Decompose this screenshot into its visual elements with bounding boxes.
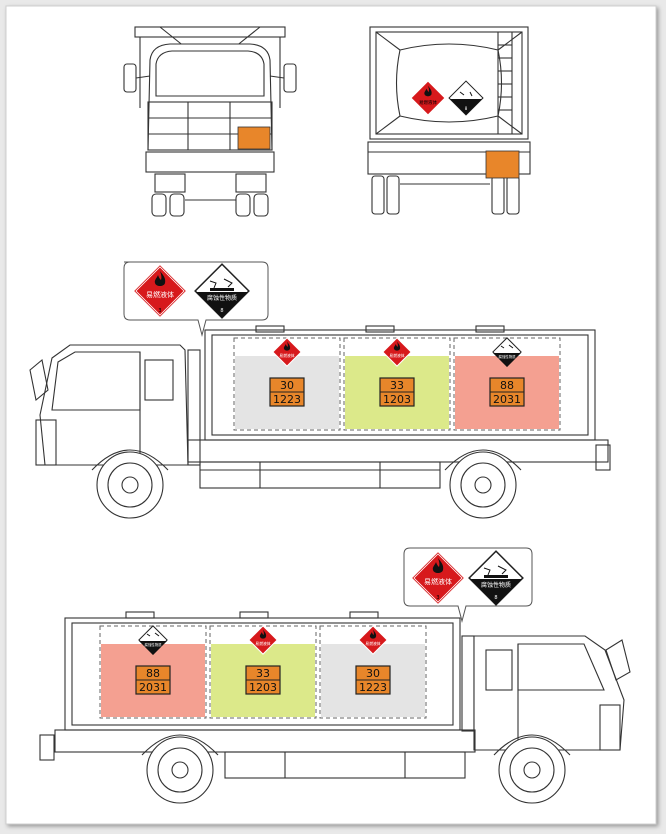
flammable-diamond: 易燃液体 bbox=[272, 337, 302, 367]
flammable-diamond: 易燃液体 bbox=[248, 625, 278, 655]
kemler-code: 88 bbox=[500, 379, 514, 392]
rear-view-truck bbox=[367, 26, 531, 215]
diamond-text: 易燃液体 bbox=[389, 353, 404, 358]
diamond-text: 易燃液体 bbox=[255, 641, 270, 646]
front-orange-plate bbox=[237, 126, 271, 150]
rear-orange-plate bbox=[485, 150, 520, 179]
kemler-code: 88 bbox=[146, 667, 160, 680]
diamond-text: 易燃液体 bbox=[279, 353, 294, 358]
un-number: 2031 bbox=[139, 681, 167, 694]
callout-bottom-flammable-text: 易燃液体 bbox=[424, 577, 452, 586]
callout-top-flammable: 易燃液体 3 bbox=[132, 263, 188, 319]
kemler-code: 33 bbox=[390, 379, 404, 392]
callout-bottom-corrosive-text: 腐蚀性物质 bbox=[481, 581, 511, 589]
diamond-text: 腐蚀性物质 bbox=[145, 642, 163, 647]
callout-bottom-corrosive-class: 8 bbox=[494, 595, 497, 601]
rear-corrosive-diamond: 8 bbox=[448, 80, 484, 116]
un-number: 1223 bbox=[359, 681, 387, 694]
corrosive-diamond: 腐蚀性物质 bbox=[492, 337, 522, 367]
rear-flammable-text: 易燃液体 bbox=[419, 99, 437, 106]
un-number: 1223 bbox=[273, 393, 301, 406]
callout-top-corrosive-class: 8 bbox=[220, 308, 223, 314]
callout-top-corrosive-text: 腐蚀性物质 bbox=[207, 294, 237, 302]
callout-top-corrosive: 腐蚀性物质 8 bbox=[194, 263, 250, 319]
un-number: 2031 bbox=[493, 393, 521, 406]
kemler-code: 30 bbox=[366, 667, 380, 680]
kemler-code: 30 bbox=[280, 379, 294, 392]
corrosive-diamond: 腐蚀性物质 bbox=[138, 625, 168, 655]
diamond-text: 易燃液体 bbox=[365, 641, 380, 646]
un-number: 1203 bbox=[249, 681, 277, 694]
diamond-text: 腐蚀性物质 bbox=[499, 354, 517, 359]
callout-bottom-corrosive: 腐蚀性物质 8 bbox=[468, 550, 524, 606]
callout-top-flammable-class: 3 bbox=[158, 308, 161, 314]
callout-top-flammable-text: 易燃液体 bbox=[146, 290, 174, 299]
callout-bottom-flammable: 易燃液体 3 bbox=[410, 550, 466, 606]
flammable-diamond: 易燃液体 bbox=[382, 337, 412, 367]
rear-flammable-diamond: 易燃液体 bbox=[410, 80, 446, 116]
kemler-code: 33 bbox=[256, 667, 270, 680]
rear-corrosive-class: 8 bbox=[465, 106, 468, 111]
front-view-truck bbox=[123, 26, 297, 217]
callout-bottom-flammable-class: 3 bbox=[436, 595, 439, 601]
un-number: 1203 bbox=[383, 393, 411, 406]
flammable-diamond: 易燃液体 bbox=[358, 625, 388, 655]
